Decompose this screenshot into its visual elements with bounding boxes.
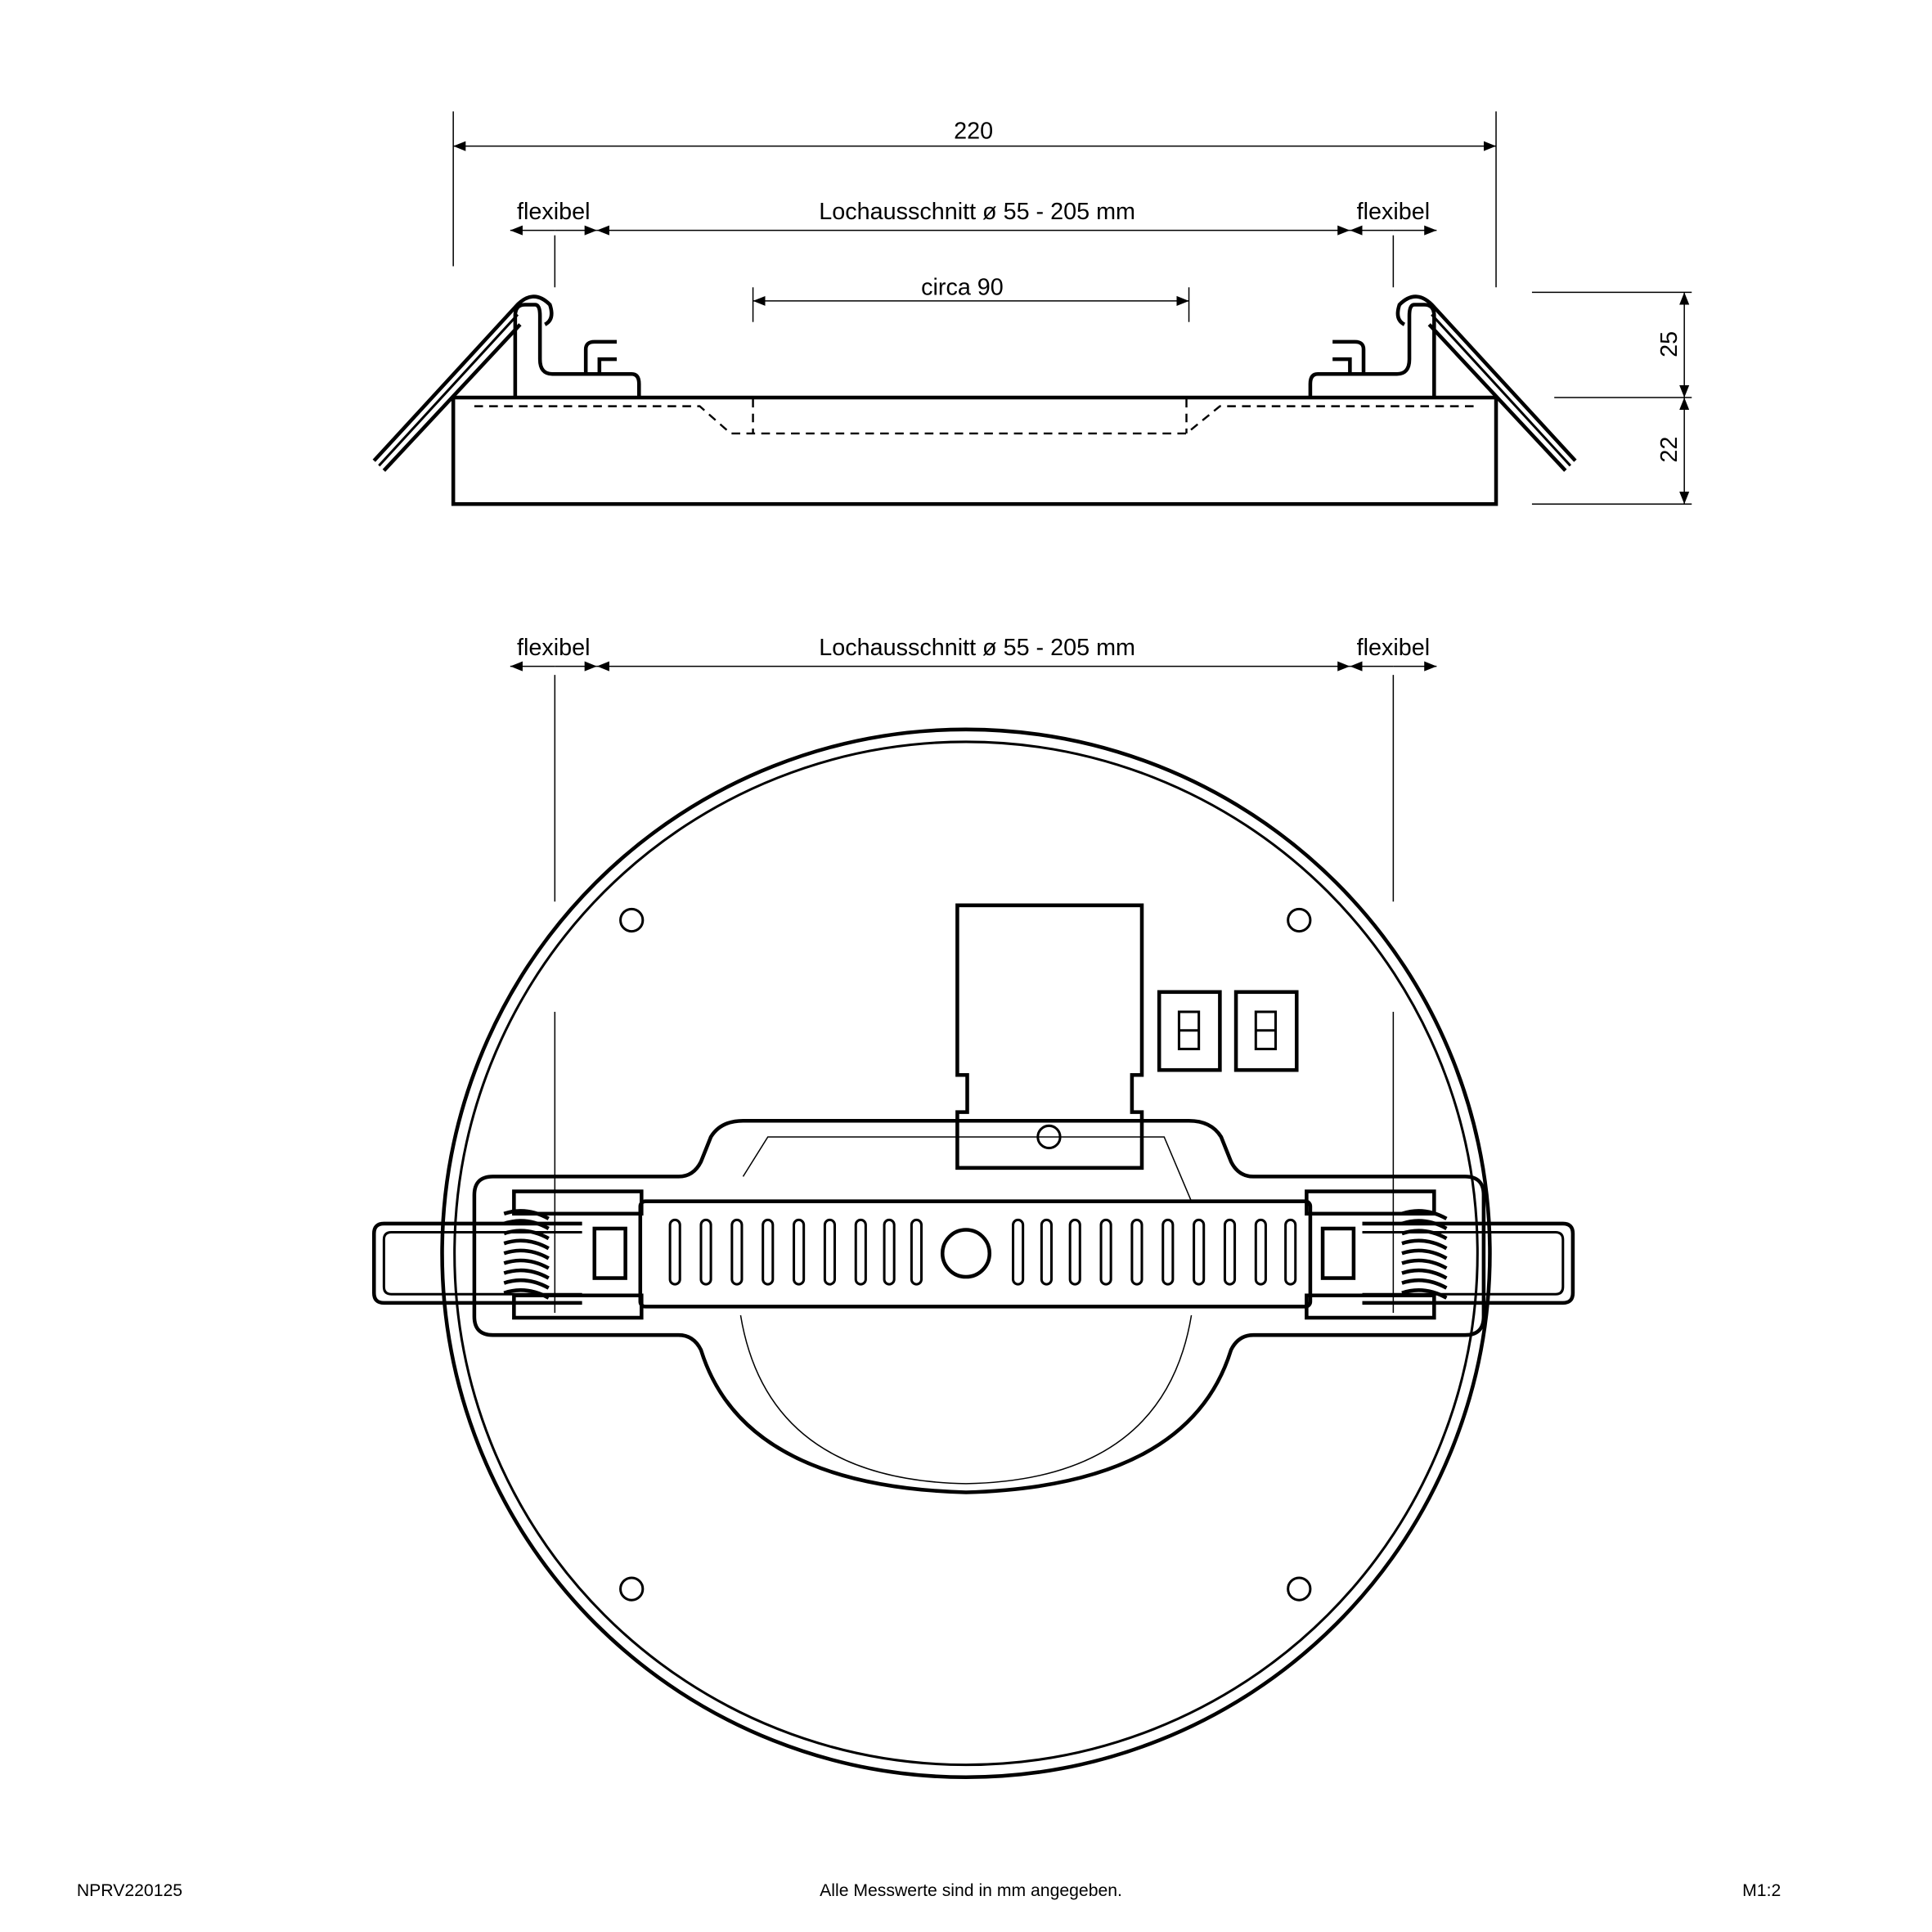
top-view: flexibel Lochausschnitt ø 55 - 205 mm fl… [371, 635, 1575, 1780]
cutout-label: Lochausschnitt ø 55 - 205 mm [819, 635, 1135, 661]
bar-slots [668, 1218, 1297, 1286]
coil-turn [1401, 1288, 1448, 1300]
bar-slot [1099, 1218, 1112, 1286]
circa-label: circa 90 [921, 274, 1004, 300]
bar-slot [1161, 1218, 1175, 1286]
coil-turn [503, 1219, 550, 1230]
bar-slot [1012, 1218, 1025, 1286]
height-22-label: 22 [1656, 437, 1683, 463]
flex-right-label: flexibel [1357, 199, 1431, 225]
bar-slot [854, 1218, 867, 1286]
bar-slot [730, 1218, 744, 1286]
coil-turn [1401, 1258, 1448, 1270]
bar-slot [823, 1218, 837, 1286]
spring-coil-right [1401, 1209, 1448, 1300]
bar-slot [883, 1218, 896, 1286]
coil-turn [503, 1229, 550, 1241]
dim-label-220: 220 [954, 119, 993, 145]
cutout-label: Lochausschnitt ø 55 - 205 mm [819, 199, 1135, 225]
bar-slot [1193, 1218, 1206, 1286]
dip-switch-2 [1233, 990, 1299, 1072]
center-hole [940, 1228, 992, 1279]
scale-label: M1:2 [1742, 1881, 1781, 1900]
bracket-outline [472, 1118, 1486, 1494]
bar-slot [668, 1218, 681, 1286]
coil-turn [503, 1248, 550, 1260]
dimension-circa: circa 90 [752, 274, 1190, 322]
bar-slot [1223, 1218, 1237, 1286]
flex-left-label: flexibel [517, 635, 591, 661]
spring-clip-right [1308, 294, 1577, 472]
coil-turn [1401, 1278, 1448, 1290]
coil-turn [1401, 1219, 1448, 1230]
bar-slot [699, 1218, 712, 1286]
inner-ring [453, 740, 1479, 1767]
coil-turn [1401, 1248, 1448, 1260]
dimension-cutout-side: flexibel Lochausschnitt ø 55 - 205 mm fl… [510, 199, 1437, 288]
mounting-bar [638, 1199, 1313, 1309]
bar-slot [1130, 1218, 1143, 1286]
spring-arm-left [371, 1221, 582, 1305]
inner-contour-dashed [474, 405, 1474, 435]
spring-coil-left [503, 1209, 550, 1300]
inner-arc [739, 1314, 1193, 1485]
dimension-overall-width: 220 [452, 111, 1497, 288]
outer-ring [440, 727, 1492, 1780]
driver-box [955, 903, 1144, 1170]
coil-turn [503, 1268, 550, 1280]
spring-clip-left [372, 294, 641, 472]
bar-slot [1284, 1218, 1297, 1286]
coil-turn [503, 1278, 550, 1290]
luminaire-body [451, 395, 1498, 506]
flex-right-label: flexibel [1357, 635, 1431, 661]
coil-turn [1401, 1238, 1448, 1251]
coil-turn [503, 1238, 550, 1251]
side-view: 220 flexibel Lochausschnitt ø 55 - 205 m… [372, 111, 1692, 506]
coil-turn [1401, 1268, 1448, 1280]
coil-turn [1401, 1229, 1448, 1241]
dimension-heights: 25 22 [1531, 291, 1692, 505]
bar-slot [762, 1218, 775, 1286]
bar-slot [1040, 1218, 1053, 1286]
coil-turn [503, 1209, 550, 1220]
bar-slot [1254, 1218, 1267, 1286]
mounting-holes [619, 907, 1312, 1602]
height-25-label: 25 [1656, 331, 1683, 357]
spring-arm-right [1362, 1221, 1575, 1305]
article-number: NPRV220125 [77, 1881, 182, 1900]
dip-switch-1 [1157, 990, 1222, 1072]
coil-turn [503, 1258, 550, 1270]
bar-slot [793, 1218, 806, 1286]
bar-slot [1068, 1218, 1081, 1286]
flex-left-label: flexibel [517, 199, 591, 225]
bar-slot [910, 1218, 923, 1286]
dimension-cutout-top: flexibel Lochausschnitt ø 55 - 205 mm fl… [510, 635, 1437, 1313]
units-note: Alle Messwerte sind in mm angegeben. [820, 1881, 1122, 1900]
